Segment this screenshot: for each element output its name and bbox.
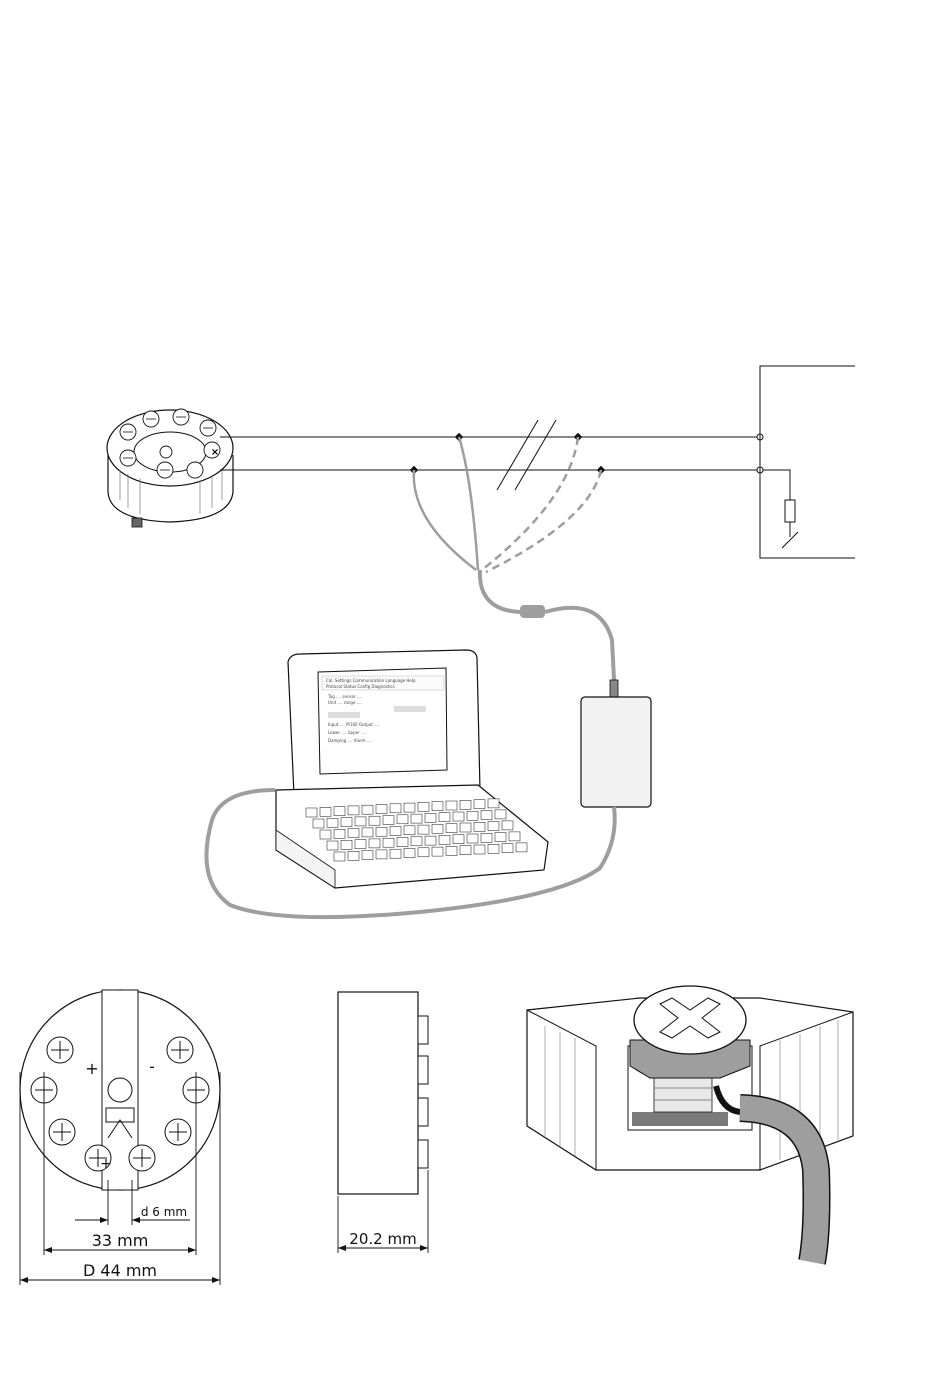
keyboard-key xyxy=(425,813,436,822)
keyboard-key xyxy=(313,819,324,828)
keyboard-key xyxy=(334,807,345,816)
keyboard-key xyxy=(411,837,422,846)
svg-text:Protocol Status Config Diag: Protocol Status Config Diagnostics xyxy=(326,684,395,689)
outer-diameter-dimension: D 44 mm xyxy=(83,1261,157,1280)
keyboard-key xyxy=(467,811,478,820)
keyboard-key xyxy=(495,810,506,819)
svg-text:Unit .... range ....: Unit .... range .... xyxy=(328,700,362,705)
keyboard-key xyxy=(418,848,429,857)
keyboard-key xyxy=(474,822,485,831)
keyboard-key xyxy=(404,826,415,835)
keyboard-key xyxy=(341,818,352,827)
transmitter-side-view: 20.2 mm xyxy=(338,992,428,1253)
keyboard-key xyxy=(446,846,457,855)
minus-sign: - xyxy=(149,1057,155,1076)
terminal-detail-view xyxy=(527,986,853,1262)
keyboard-key xyxy=(453,812,464,821)
wiring-schematic: × xyxy=(107,366,855,917)
keyboard-key xyxy=(348,851,359,860)
svg-text:Cal. Settings Communication: Cal. Settings Communication Language Hel… xyxy=(326,678,416,683)
keyboard-key xyxy=(488,822,499,831)
line-break-marks xyxy=(497,420,556,490)
keyboard-key xyxy=(453,835,464,844)
keyboard-key xyxy=(376,850,387,859)
keyboard-key xyxy=(446,824,457,833)
plus-mark: × xyxy=(211,447,219,458)
keyboard-key xyxy=(467,834,478,843)
keyboard-key xyxy=(439,835,450,844)
keyboard-key xyxy=(355,840,366,849)
cable-ferrite xyxy=(520,605,545,618)
lower-plus-sign: + xyxy=(100,1156,112,1172)
keyboard-key xyxy=(418,825,429,834)
keyboard-key xyxy=(320,807,331,816)
keyboard-key xyxy=(390,827,401,836)
transmitter-top-view: + - + d 6 mm 33 mm D 44 mm xyxy=(20,990,220,1285)
keyboard-key xyxy=(334,852,345,861)
keyboard-key xyxy=(320,830,331,839)
keyboard-key xyxy=(369,839,380,848)
keyboard-key xyxy=(362,805,373,814)
center-shaft xyxy=(108,1078,132,1102)
keyboard-key xyxy=(383,816,394,825)
keyboard-key xyxy=(362,828,373,837)
junction-dots xyxy=(410,433,605,474)
keyboard-key xyxy=(481,811,492,820)
keyboard-key xyxy=(341,840,352,849)
keyboard-key xyxy=(509,832,520,841)
svg-text:Lower .... Upper ....: Lower .... Upper .... xyxy=(328,730,366,735)
keyboard-key xyxy=(397,815,408,824)
keyboard-key xyxy=(411,814,422,823)
keyboard-key xyxy=(397,838,408,847)
keyboard-key xyxy=(432,802,443,811)
keyboard-key xyxy=(495,833,506,842)
svg-text:Input .... Pt100 Output ....: Input .... Pt100 Output .... xyxy=(328,722,379,727)
keyboard-key xyxy=(348,806,359,815)
keyboard-key xyxy=(488,799,499,808)
keyboard-key xyxy=(390,804,401,813)
modem-clip-cables xyxy=(414,437,614,680)
keyboard-key xyxy=(474,845,485,854)
keyboard-key xyxy=(460,823,471,832)
svg-text:Tag .... sensor ....: Tag .... sensor .... xyxy=(327,694,362,699)
plus-sign: + xyxy=(85,1059,98,1078)
keyboard-key xyxy=(404,803,415,812)
keyboard-key xyxy=(425,836,436,845)
transmitter-head: × xyxy=(107,409,233,527)
keyboard-key xyxy=(390,849,401,858)
height-dimension: 20.2 mm xyxy=(349,1230,416,1248)
keyboard-key xyxy=(327,841,338,850)
terminal-span-dimension: 33 mm xyxy=(92,1231,149,1250)
keyboard-key xyxy=(404,849,415,858)
keyboard-key xyxy=(355,817,366,826)
keyboard-key xyxy=(474,800,485,809)
keyboard-key xyxy=(439,813,450,822)
supply-box xyxy=(760,366,855,558)
keyboard-key xyxy=(432,824,443,833)
svg-text:Damping .... Alarm ....: Damping .... Alarm .... xyxy=(328,738,372,743)
keyboard-key xyxy=(502,821,513,830)
keyboard-key xyxy=(460,800,471,809)
keyboard-key xyxy=(446,801,457,810)
keyboard-key xyxy=(418,802,429,811)
shaft-hole-dimension: d 6 mm xyxy=(141,1205,187,1219)
keyboard-key xyxy=(327,818,338,827)
laptop: Cal. Settings Communication Language Hel… xyxy=(276,650,548,888)
keyboard-key xyxy=(502,844,513,853)
keyboard-key xyxy=(348,829,359,838)
keyboard-key xyxy=(432,847,443,856)
keyboard-key xyxy=(516,843,527,852)
keyboard-key xyxy=(362,851,373,860)
keyboard-key xyxy=(481,833,492,842)
keyboard-key xyxy=(369,816,380,825)
keyboard-key xyxy=(334,829,345,838)
keyboard-key xyxy=(488,844,499,853)
loop-wires xyxy=(220,437,758,470)
keyboard-key xyxy=(460,846,471,855)
keyboard-key xyxy=(376,805,387,814)
keyboard-key xyxy=(306,808,317,817)
keyboard-key xyxy=(376,827,387,836)
keyboard-key xyxy=(383,838,394,847)
